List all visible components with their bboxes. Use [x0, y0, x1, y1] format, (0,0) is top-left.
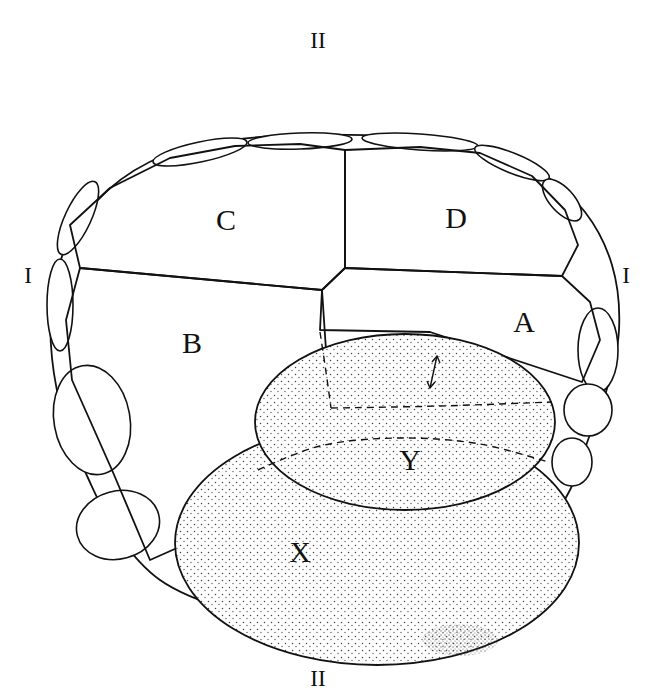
- hidden-edge: [331, 402, 552, 408]
- rim-cell: [471, 139, 553, 188]
- cell-letter: Y: [399, 445, 421, 475]
- arrow-head: [432, 356, 440, 363]
- ellipse-y: Y: [252, 331, 558, 513]
- node-outline: [252, 331, 558, 513]
- dense-stipple: [422, 624, 498, 656]
- rim-cell: [69, 481, 168, 568]
- cell-d: D: [342, 144, 581, 279]
- stippled-ellipse: [255, 334, 555, 510]
- rim-cell: [47, 259, 73, 351]
- axis-label: I: [24, 264, 32, 287]
- cell-letter: C: [216, 205, 236, 235]
- axis-label: II: [310, 667, 325, 690]
- arrow-head: [427, 381, 435, 388]
- rim-cell: [564, 384, 612, 436]
- rim-cell: [536, 173, 589, 228]
- cell-outline: [70, 144, 345, 290]
- hidden-edge: [258, 438, 548, 470]
- rim-cell: [552, 438, 592, 486]
- rim-cell: [248, 131, 352, 151]
- cell-letter: A: [513, 307, 535, 337]
- rim-cell: [45, 359, 139, 481]
- cell-letter: B: [182, 328, 202, 358]
- axis-label: I: [622, 264, 630, 287]
- hidden-edge: [320, 332, 331, 408]
- cell-letter: X: [289, 537, 311, 567]
- double-arrow: [430, 356, 437, 388]
- stippled-ellipse: [175, 421, 579, 665]
- cell-outline: [345, 147, 578, 276]
- axis-label: II: [310, 29, 325, 52]
- cell-letter: D: [445, 203, 467, 233]
